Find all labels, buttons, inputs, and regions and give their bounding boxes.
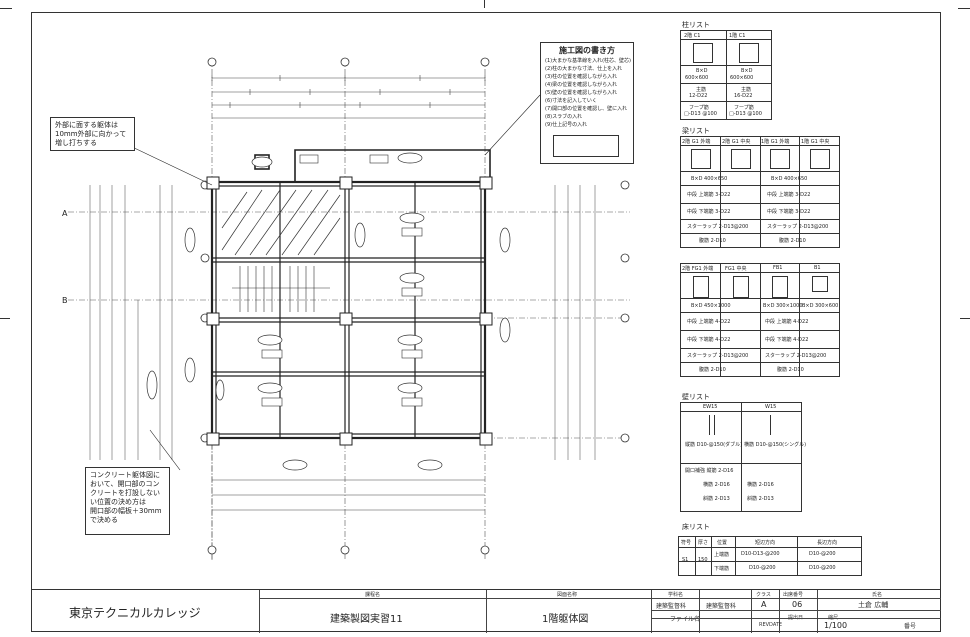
beam-list-title: 梁リスト bbox=[682, 127, 710, 135]
legend-item: (9)仕上記号の入れ bbox=[545, 122, 588, 128]
column-list-title: 柱リスト bbox=[682, 21, 710, 29]
outer-wall-note: 外部に面する躯体は 10mm外部に向かって 増し打ちする bbox=[50, 117, 135, 151]
grid-label-a: A bbox=[62, 209, 68, 218]
column-list-table: 2階 C1 1階 C1 B×D B×D 600×600 600×600 主筋 主… bbox=[680, 30, 772, 120]
seat-cell: 出席番号 06 提出日 bbox=[779, 590, 818, 633]
legend-item: (7)開口部の位置を確認し、壁に入れ bbox=[545, 106, 628, 112]
concrete-opening-note: コンクリート躯体図に おいて、開口部のコン クリートを打設しない い位置の決め方… bbox=[85, 467, 170, 535]
legend-title: 施工図の書き方 bbox=[559, 46, 615, 55]
name-cell: 氏名 土倉 広輔 縮尺 1/100 番号 bbox=[817, 590, 942, 633]
legend-item: (4)梁の位置を確認しながら入れ bbox=[545, 82, 618, 88]
school-name: 東京テクニカルカレッジ bbox=[69, 606, 201, 620]
title-block: 東京テクニカルカレッジ 課程名 建築製図実習11 図面名称 1階躯体図 学科名 … bbox=[31, 589, 941, 633]
drawing-name: 1階躯体図 bbox=[542, 614, 589, 625]
dept-cell: 学科名 建築監督科 bbox=[651, 590, 700, 633]
construction-drawing-legend: 施工図の書き方 (1)大まかな基準線を入れ(柱芯、壁芯) (2)柱の大まかな寸法、… bbox=[540, 42, 634, 164]
scale-value: 1/100 bbox=[824, 621, 848, 630]
wall-list-table: EW15 W15 縦筋 D10-@150(ダブル) 横筋 D10-@150(シン… bbox=[680, 402, 806, 512]
course-cell: 課程名 建築製図実習11 bbox=[259, 590, 487, 633]
class-cell: クラス A bbox=[751, 590, 780, 633]
legend-item: (1)大まかな基準線を入れ(柱芯、壁芯) bbox=[545, 58, 631, 64]
wall-list-title: 壁リスト bbox=[682, 393, 710, 401]
legend-items: (1)大まかな基準線を入れ(柱芯、壁芯) (2)柱の大まかな寸法、仕上を入れ (3)… bbox=[545, 57, 631, 129]
legend-item: (6)寸法を記入していく bbox=[545, 98, 597, 104]
legend-item: (3)柱の位置を確認しながら入れ bbox=[545, 74, 618, 80]
dept-cell-2: 建築監督科 ファイル名 bbox=[670, 590, 752, 633]
beam-list-1-table: 2階 G1 外端 2階 G1 中央 1階 G1 外端 1階 G1 中央 B×D … bbox=[680, 136, 840, 248]
grid-label-b: B bbox=[62, 296, 68, 305]
legend-item: (8)スラブの入れ bbox=[545, 114, 583, 120]
course-name: 建築製図実習11 bbox=[330, 614, 403, 625]
legend-item: (5)壁の位置を確認しながら入れ bbox=[545, 90, 618, 96]
slab-list-title: 床リスト bbox=[682, 523, 710, 531]
legend-item: (2)柱の大まかな寸法、仕上を入れ bbox=[545, 66, 623, 72]
beam-list-2-table: 2階 FG1 外端 FG1 中央 FB1 B1 B×D 450×1000 B×D… bbox=[680, 263, 840, 377]
legend-sketch bbox=[553, 135, 619, 157]
slab-list-table: 符号 厚さ 位置 短辺方向 長辺方向 S1 150 上端筋 D10-D13-@2… bbox=[678, 536, 862, 576]
drawing-name-cell: 図面名称 1階躯体図 bbox=[486, 590, 652, 633]
